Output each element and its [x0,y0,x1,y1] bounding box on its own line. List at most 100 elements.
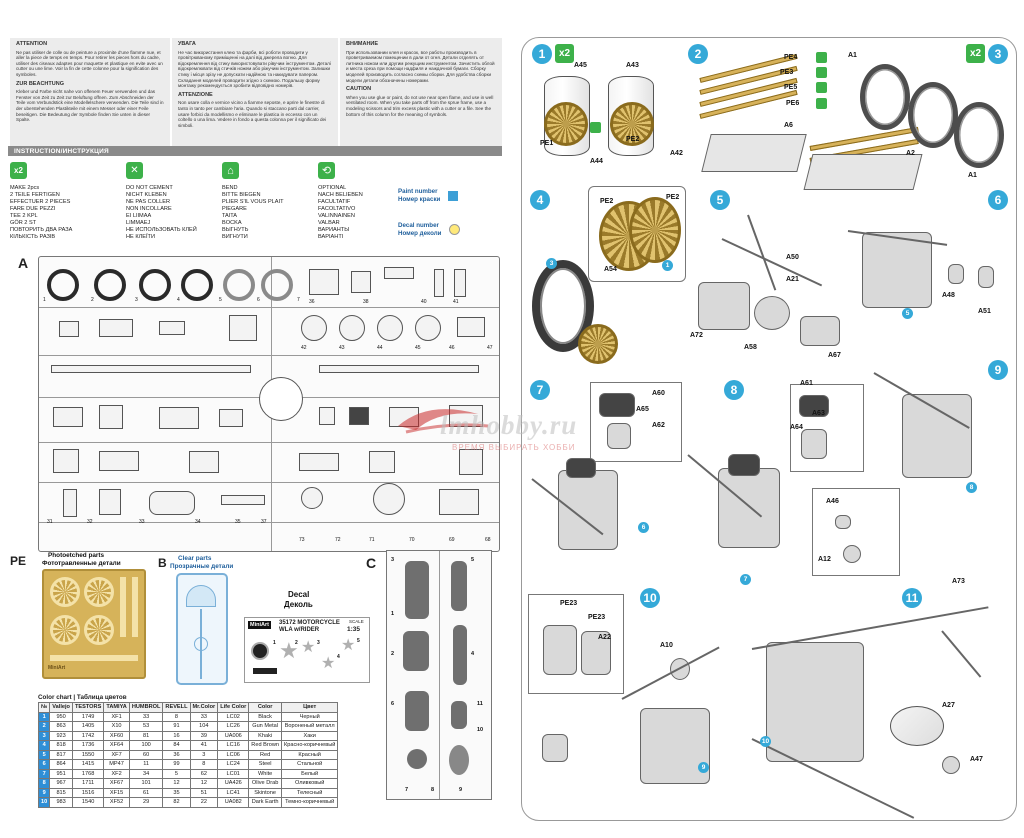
color-chart-cell: LC24 [217,759,250,770]
color-chart-cell: UA082 [217,797,250,808]
attention-text-2: When you use glue or paint, do not use n… [346,94,494,117]
pe-spoke-wheel [610,102,654,146]
decal-title: Decal [288,590,310,599]
sprue-part-tire [139,269,171,301]
color-chart-cell: Темно-коричневый [280,797,339,808]
color-chart-cell: LC01 [217,768,250,779]
sprue-part [319,365,479,373]
attention-heading: УВАГА [178,41,196,47]
decal-star: ★ [321,655,336,672]
color-chart-cell: 39 [189,730,219,741]
figure-hand-part [451,701,467,729]
color-chart-cell: Хаки [280,730,339,741]
sprue-part [229,315,257,341]
watermark-subtitle: ВРЕМЯ ВЫБИРАТЬ ХОББИ [452,443,576,452]
decal-roundel [251,642,269,660]
color-chart-cell: 82 [162,797,191,808]
color-chart-cell: Dark Earth [248,797,282,808]
sprue-part-tire [94,269,126,301]
sprue-part [159,407,199,429]
color-chart-cell: 3 [189,749,219,760]
color-chart-cell: 1736 [71,740,105,751]
step-3-badge: 3 [988,44,1008,64]
color-chart-cell: 6 [37,759,51,770]
color-chart-cell: White [248,768,282,779]
pe-wheel-part [50,577,80,607]
pedal-part [843,545,861,563]
sprue-b-letter: B [158,556,167,570]
ref-step-3: 3 [546,258,557,269]
kick-lever-part [835,515,851,529]
color-chart-cell: 983 [49,797,73,808]
color-chart-cell: 3 [37,730,51,741]
color-chart-cell: 8 [37,778,51,789]
color-chart-cell: 100 [128,740,164,751]
color-chart-cell: 35 [162,787,191,798]
color-chart-cell: 951 [49,768,73,779]
color-chart-cell: 1540 [71,797,105,808]
color-chart-cell: XF64 [103,740,130,751]
color-chart-cell: MP47 [103,759,130,770]
carburetor-part [801,429,827,459]
step-9-badge: 9 [988,360,1008,380]
figure-leg-part [453,625,467,685]
color-chart-cell: 51 [189,787,219,798]
color-chart-cell: 81 [128,730,164,741]
figure-arm-part [451,561,467,611]
sprue-part [301,315,327,341]
color-chart-cell: Красно-коричневый [280,740,339,751]
sprue-part [384,267,414,279]
ref-step-1: 1 [662,260,673,271]
color-chart-cell: UA006 [217,730,250,741]
frame-tube [941,630,982,678]
color-chart-cell: 10 [37,797,51,808]
sprue-part [301,487,323,509]
sprue-part-tire [223,269,255,301]
color-chart-cell: 104 [189,721,219,732]
color-chart-cell: XF2 [103,768,130,779]
step-7-badge: 7 [530,380,550,400]
sprue-part [59,321,79,337]
sprue-part [349,407,369,425]
sprue-part [319,407,335,425]
sprue-part-tire [261,269,293,301]
color-chart-cell: LC06 [217,749,250,760]
bend-icon [816,98,827,109]
color-chart-cell: LC41 [217,787,250,798]
step-4-badge: 4 [530,190,550,210]
figure-sprue-c: 3 5 1 2 4 6 11 10 7 8 9 [386,550,492,800]
color-chart-cell: Skintone [248,787,282,798]
color-chart-header: TESTORS [71,702,105,713]
color-chart-cell: 1 [37,711,51,722]
figure-head-part [407,749,427,769]
color-chart-header: Цвет [280,702,339,713]
color-chart-cell: Black [248,711,282,722]
ref-step-8: 8 [966,482,977,493]
clear-parts-title: Clear parts [178,555,212,562]
pe-spoke-wheel [544,102,588,146]
attention-text: Ne pas utiliser de colle ou de peinture … [16,49,163,77]
sprue-part [99,451,139,471]
bend-icon: ⌂ [222,162,239,179]
make-two-icon: x2 [10,162,27,179]
color-chart-cell: 22 [189,797,219,808]
attention-block-ua-it: УВАГА Не час використання клею та фарби,… [172,38,338,146]
attention-heading-2: ATTENZIONE [178,91,213,98]
sprue-part [219,409,243,427]
tire-half-part [954,102,1004,168]
sprue-part [454,269,466,297]
sprue-part [434,269,444,297]
sprue-part [309,269,339,295]
attention-heading: ATTENTION [16,41,48,47]
color-chart-cell: 8 [189,759,219,770]
clear-parts-sprue [176,573,228,685]
color-chart-cell: 2 [37,721,51,732]
attention-block-ru-en: ВНИМАНИЕ При использовании клея и красок… [340,38,502,146]
color-chart-cell: 1749 [71,711,105,722]
color-chart-cell: Белый [280,768,339,779]
